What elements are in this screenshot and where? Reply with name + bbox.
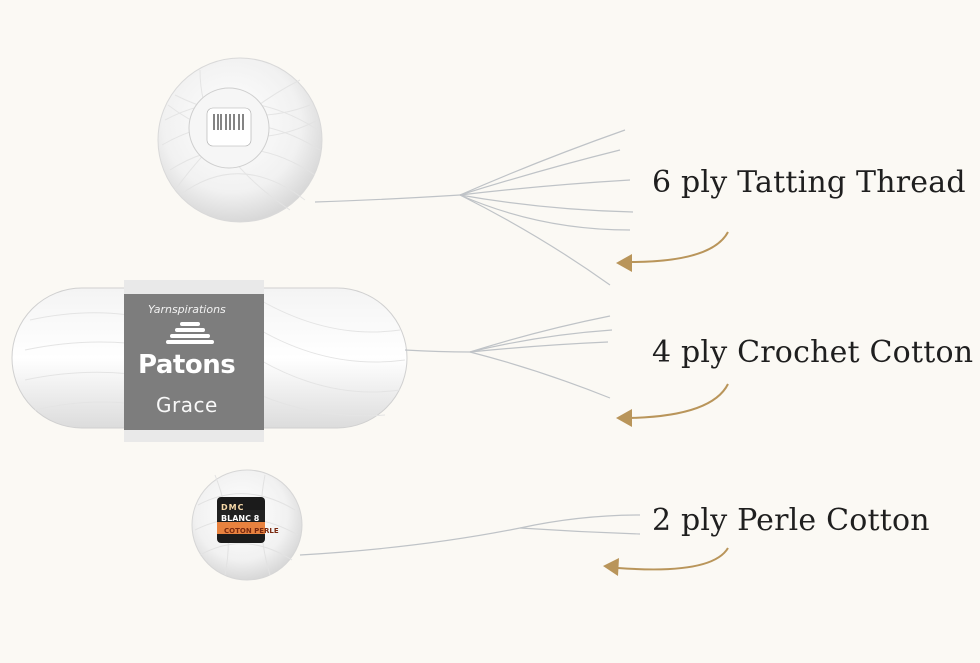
arrowhead-icon bbox=[616, 254, 632, 272]
perle-color-text: BLANC 8 bbox=[221, 514, 259, 523]
two-ply-label: 2 ply Perle Cotton bbox=[652, 503, 930, 538]
perle-size: 8 bbox=[253, 514, 260, 523]
four-ply-label: 4 ply Crochet Cotton bbox=[652, 335, 974, 370]
crochet-cotton-skein bbox=[11, 280, 408, 442]
arrowhead-icon bbox=[616, 409, 632, 427]
arrow-icon bbox=[617, 547, 729, 571]
tatting-thread-ball bbox=[157, 57, 323, 223]
arrow-icon bbox=[629, 383, 729, 419]
perle-type-text: COTON PERLE bbox=[224, 527, 279, 535]
skein-maker-text: Yarnspirations bbox=[148, 303, 226, 316]
arrow-icon bbox=[629, 231, 729, 263]
perle-cotton-strands bbox=[299, 514, 641, 556]
perle-cotton-ball bbox=[191, 469, 303, 581]
perle-color: BLANC bbox=[221, 514, 251, 523]
arrowhead-icon bbox=[603, 558, 619, 576]
thread-label-barcode bbox=[206, 107, 252, 147]
tatting-thread-strands bbox=[314, 129, 634, 286]
six-ply-label: 6 ply Tatting Thread bbox=[652, 165, 966, 200]
beehive-logo-icon bbox=[166, 322, 214, 344]
crochet-cotton-strands bbox=[404, 315, 613, 399]
skein-label-band bbox=[124, 283, 264, 438]
perle-brand-text: DMC bbox=[221, 503, 245, 512]
skein-line-text: Grace bbox=[156, 393, 218, 417]
skein-brand-text: Patons bbox=[138, 350, 236, 380]
